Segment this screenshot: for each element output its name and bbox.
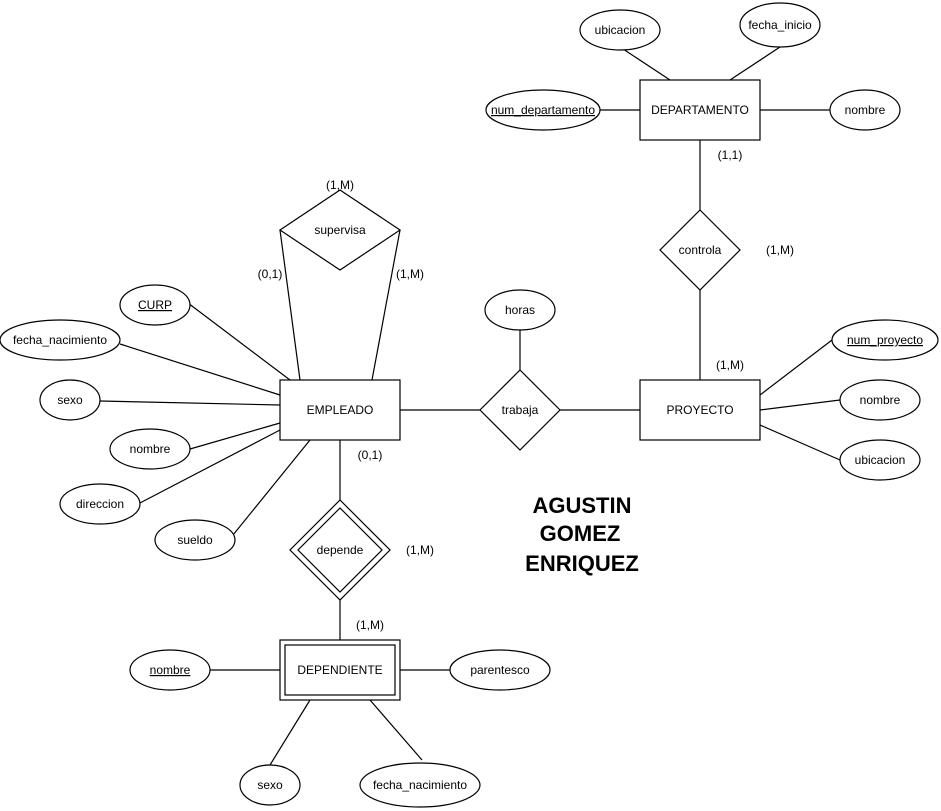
connectors — [99, 46, 841, 766]
attribute-departamento-ubicacion-label: ubicacion — [595, 23, 646, 37]
cardinality-supervisa-right: (1,M) — [396, 267, 424, 281]
edge-proyecto-nombre — [759, 399, 841, 411]
attribute-fecha-inicio[interactable]: fecha_inicio — [739, 2, 821, 48]
attribute-departamento-nombre[interactable]: nombre — [829, 89, 901, 131]
entity-proyecto-label: PROYECTO — [666, 403, 733, 417]
attribute-empleado-fecha-nacimiento[interactable]: fecha_nacimiento — [0, 319, 121, 361]
attribute-num-proyecto[interactable]: num_proyecto — [831, 319, 939, 361]
edge-proyecto-num — [759, 339, 833, 396]
relationship-depende-label: depende — [317, 543, 364, 557]
attribute-empleado-nombre[interactable]: nombre — [109, 428, 191, 470]
cardinalities: (1,M) (0,1) (1,M) (1,1) (1,M) (1,M) (0,1… — [258, 148, 794, 632]
edge-empleado-direccion — [137, 429, 281, 505]
attribute-dependiente-fecha-nacimiento[interactable]: fecha_nacimiento — [359, 762, 481, 808]
attribute-dependiente-nombre-label: nombre — [150, 663, 191, 677]
attribute-dependiente-sexo[interactable]: sexo — [239, 764, 301, 806]
author-line-3: ENRIQUEZ — [525, 551, 639, 576]
entity-proyecto[interactable]: PROYECTO — [639, 379, 761, 441]
edge-empleado-supervisa-left — [279, 229, 301, 381]
attribute-empleado-sueldo[interactable]: sueldo — [154, 519, 236, 561]
attribute-departamento-nombre-label: nombre — [845, 103, 886, 117]
cardinality-dependiente-depende: (1,M) — [356, 618, 384, 632]
edge-proyecto-ubicacion — [759, 424, 841, 461]
cardinality-empleado-depende: (0,1) — [358, 448, 383, 462]
edge-departamento-ubicacion — [619, 46, 671, 81]
cardinality-supervisa-top: (1,M) — [326, 178, 354, 192]
cardinality-proyecto-controla: (1,M) — [716, 358, 744, 372]
attribute-empleado-direccion-label: direccion — [76, 497, 124, 511]
attribute-proyecto-ubicacion-label: ubicacion — [855, 453, 906, 467]
attribute-proyecto-nombre-label: nombre — [860, 393, 901, 407]
relationship-trabaja[interactable]: trabaja — [479, 369, 561, 451]
attribute-horas[interactable]: horas — [484, 289, 556, 331]
edge-dependiente-sexo — [269, 699, 311, 766]
entity-departamento[interactable]: DEPARTAMENTO — [639, 79, 761, 141]
attribute-dependiente-fecha-nacimiento-label: fecha_nacimiento — [373, 778, 467, 792]
attribute-fecha-inicio-label: fecha_inicio — [748, 18, 812, 32]
attribute-empleado-sueldo-label: sueldo — [177, 533, 213, 547]
cardinality-controla-side: (1,M) — [766, 243, 794, 257]
attribute-num-departamento-label: num_departamento — [491, 103, 595, 117]
attribute-empleado-direccion[interactable]: direccion — [59, 483, 141, 525]
identifying-relationship-depende[interactable]: depende — [289, 499, 391, 601]
entity-empleado[interactable]: EMPLEADO — [279, 379, 401, 441]
relationship-controla-label: controla — [679, 243, 722, 257]
edge-departamento-fecha-inicio — [729, 46, 781, 81]
relationship-supervisa-label: supervisa — [314, 223, 366, 237]
attribute-curp[interactable]: CURP — [119, 284, 191, 326]
edge-empleado-supervisa-right — [371, 229, 401, 381]
edge-empleado-fecha-nacimiento — [119, 343, 281, 396]
cardinality-depende-side: (1,M) — [406, 543, 434, 557]
attribute-curp-label: CURP — [138, 298, 172, 312]
author-line-2: GOMEZ — [540, 521, 621, 546]
weak-entity-dependiente[interactable]: DEPENDIENTE — [279, 639, 401, 701]
entity-dependiente-label: DEPENDIENTE — [297, 663, 382, 677]
edge-empleado-sexo — [99, 400, 281, 406]
author-line-1: AGUSTIN — [533, 493, 632, 518]
attribute-empleado-fecha-nacimiento-label: fecha_nacimiento — [13, 333, 107, 347]
attribute-proyecto-nombre[interactable]: nombre — [839, 379, 921, 421]
edge-empleado-nombre — [189, 422, 281, 450]
attribute-proyecto-ubicacion[interactable]: ubicacion — [839, 439, 921, 481]
entity-departamento-label: DEPARTAMENTO — [651, 103, 749, 117]
entity-empleado-label: EMPLEADO — [307, 403, 374, 417]
relationship-supervisa[interactable]: supervisa — [278, 189, 402, 271]
relationship-controla[interactable]: controla — [659, 209, 741, 291]
attribute-departamento-ubicacion[interactable]: ubicacion — [579, 9, 661, 51]
author-name: AGUSTIN GOMEZ ENRIQUEZ — [525, 493, 639, 576]
attribute-parentesco[interactable]: parentesco — [449, 649, 551, 691]
relationship-trabaja-label: trabaja — [502, 403, 539, 417]
attribute-num-proyecto-label: num_proyecto — [847, 333, 923, 347]
attribute-num-departamento[interactable]: num_departamento — [485, 89, 601, 131]
attribute-empleado-sexo-label: sexo — [57, 393, 83, 407]
cardinality-departamento-controla: (1,1) — [718, 148, 743, 162]
attribute-horas-label: horas — [505, 303, 535, 317]
cardinality-supervisa-left: (0,1) — [258, 267, 283, 281]
attribute-empleado-sexo[interactable]: sexo — [39, 379, 101, 421]
attribute-parentesco-label: parentesco — [470, 663, 530, 677]
attribute-dependiente-sexo-label: sexo — [257, 778, 283, 792]
attribute-empleado-nombre-label: nombre — [130, 442, 171, 456]
edge-empleado-curp — [187, 302, 291, 381]
edge-dependiente-fecha-nacimiento — [369, 699, 423, 761]
edge-empleado-sueldo — [232, 439, 311, 536]
attribute-dependiente-nombre[interactable]: nombre — [129, 649, 211, 691]
